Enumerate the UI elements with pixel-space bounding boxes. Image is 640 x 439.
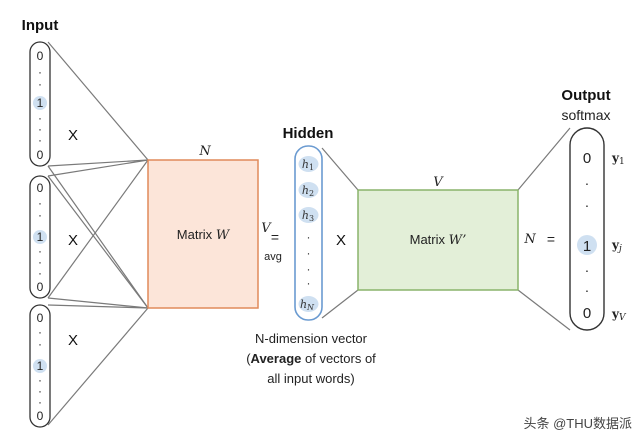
hidden-element: h1 — [302, 158, 314, 172]
input-vector: 0 · · 1 · · · 0 X — [29, 175, 78, 299]
vector-value: 0 — [583, 150, 591, 167]
output-title: Output — [561, 87, 610, 104]
vector-value: 0 — [583, 305, 591, 322]
input-title: Input — [22, 17, 59, 34]
vector-value: 0 — [37, 280, 44, 294]
input-vector: 0 · · 1 · · · 0 X — [29, 41, 78, 167]
one-hot-highlight — [33, 359, 47, 373]
vector-dot: · — [38, 111, 42, 125]
vector-dot: · — [307, 230, 311, 244]
vector-value: 1 — [583, 238, 591, 255]
output-label-yj: yj — [611, 238, 622, 254]
hidden-chip — [298, 182, 319, 198]
vector-value: 0 — [37, 148, 44, 162]
multiply-sign: X — [68, 127, 78, 144]
vector-dot: · — [307, 246, 311, 260]
vector-dot: · — [38, 133, 42, 147]
hidden-vector: h1 h2 h3 · · · · hN — [294, 145, 323, 321]
one-hot-highlight — [33, 96, 47, 110]
hidden-element: hN — [300, 298, 315, 312]
hidden-element: h3 — [302, 209, 314, 223]
hidden-element: h2 — [302, 184, 314, 198]
vector-value: 0 — [37, 311, 44, 325]
matrix-w-prime-label: Matrix W’ — [410, 232, 467, 248]
input-vector: 0 · · 1 · · · 0 X — [29, 304, 78, 428]
hidden-chip — [298, 296, 319, 312]
output-subtitle: softmax — [561, 107, 610, 123]
vector-dot: · — [585, 262, 590, 278]
connector-lines — [47, 41, 571, 426]
vector-dot: · — [38, 337, 42, 351]
hidden-caption-line2: (Average of vectors of — [246, 351, 376, 366]
avg-equals: = — [271, 229, 279, 245]
vector-value: 1 — [37, 96, 44, 110]
hidden-chip — [298, 156, 319, 172]
hidden-title: Hidden — [283, 125, 334, 142]
vector-dot: · — [38, 244, 42, 258]
output-equals: = — [547, 231, 555, 247]
watermark: 头条 @THU数据派 — [523, 416, 632, 431]
one-hot-highlight — [577, 235, 597, 255]
avg-label: avg — [264, 251, 282, 263]
matrix-w-top-dim: N — [198, 144, 211, 159]
hidden-caption-line3: all input words) — [267, 371, 354, 386]
vector-value: 0 — [37, 409, 44, 423]
vector-value: 1 — [37, 230, 44, 244]
output-label-y1: y1 — [611, 151, 625, 167]
matrix-w-prime-box — [357, 189, 519, 291]
vector-dot: · — [38, 266, 42, 280]
vector-dot: · — [38, 373, 42, 387]
matrix-w-prime-top-dim: V — [433, 175, 444, 190]
output-vector-capsule — [569, 127, 605, 331]
matrix-w-prime-side-dim: N — [523, 232, 536, 247]
vector-dot: · — [38, 395, 42, 409]
multiply-sign: X — [68, 232, 78, 249]
vector-dot: · — [38, 122, 42, 136]
hidden-caption-line1: N-dimension vector — [255, 331, 368, 346]
vector-dot: · — [38, 255, 42, 269]
vector-dot: · — [585, 175, 590, 191]
output-label-yv: yV — [611, 307, 627, 323]
vector-dot: · — [38, 65, 42, 79]
matrix-w-side-dim: V — [261, 221, 272, 236]
matrix-w-label: Matrix W — [177, 227, 231, 243]
matrix-w-prime: V Matrix W’ N — [357, 175, 536, 291]
vector-dot: · — [585, 197, 590, 213]
vector-dot: · — [38, 77, 42, 91]
vector-dot: · — [585, 282, 590, 298]
vector-dot: · — [38, 384, 42, 398]
matrix-w: N Matrix W V — [147, 144, 272, 309]
output-vector: 0 · · 1 · · 0 — [569, 127, 605, 331]
vector-dot: · — [307, 262, 311, 276]
vector-dot: · — [307, 276, 311, 290]
vector-dot: · — [38, 196, 42, 210]
vector-value: 1 — [37, 359, 44, 373]
matrix-w-box — [147, 159, 259, 309]
vector-dot: · — [38, 325, 42, 339]
one-hot-highlight — [33, 230, 47, 244]
vector-value: 0 — [37, 49, 44, 63]
hidden-multiply-sign: X — [336, 232, 346, 249]
hidden-chip — [298, 207, 319, 223]
multiply-sign: X — [68, 332, 78, 349]
vector-dot: · — [38, 208, 42, 222]
vector-value: 0 — [37, 181, 44, 195]
